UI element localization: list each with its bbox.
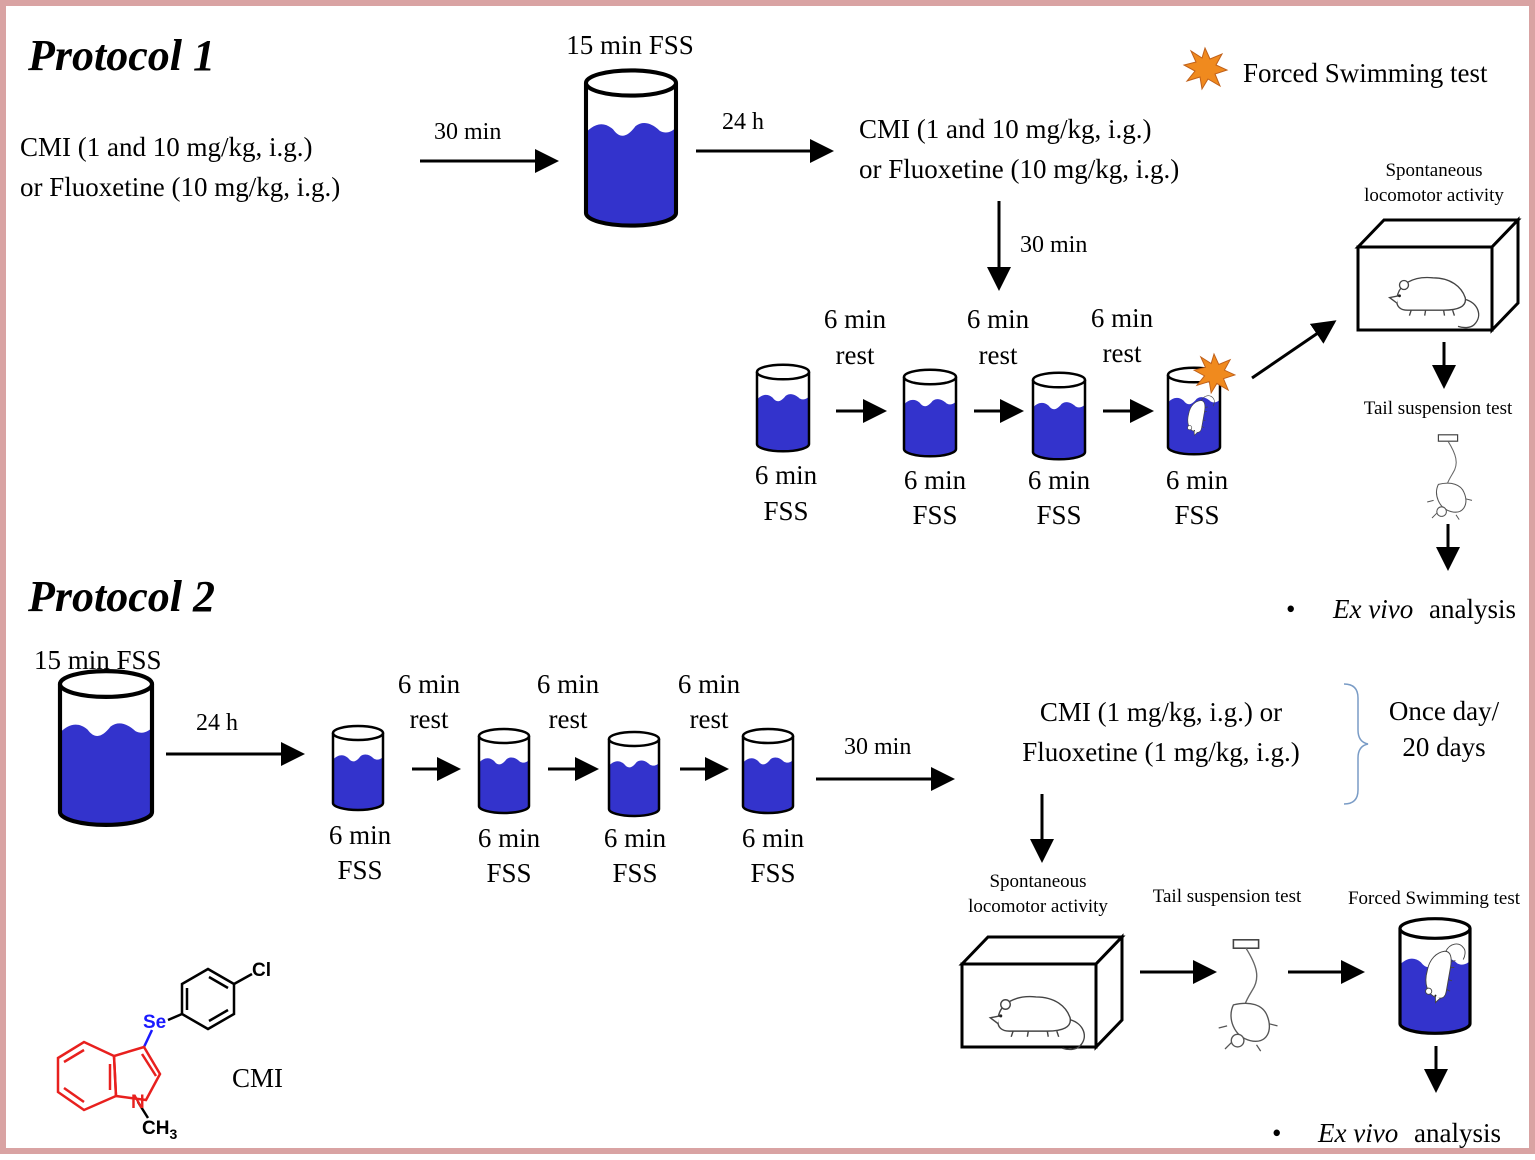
chem-ch: CH bbox=[142, 1118, 169, 1139]
chem-se: Se bbox=[143, 1012, 166, 1033]
p1-interval-30min: 30 min bbox=[434, 119, 501, 145]
p2-treatment-line2: Fluoxetine (1 mg/kg, i.g.) bbox=[1022, 737, 1299, 767]
p1-locomotor-box bbox=[1354, 216, 1522, 334]
p2-tail-mouse-icon bbox=[1217, 939, 1279, 1052]
p2-rest-3-l2: rest bbox=[690, 704, 729, 734]
p1-rest-3-l2: rest bbox=[1103, 338, 1142, 368]
p1-fss-4-l2: FSS bbox=[1174, 500, 1219, 530]
p1-exvivo-italic: Ex vivo bbox=[1332, 594, 1413, 624]
p2-rest-2-l2: rest bbox=[549, 704, 588, 734]
molecule-name: CMI bbox=[232, 1063, 283, 1093]
p2-fss-1-l2: FSS bbox=[337, 855, 382, 885]
p2-rest-1-l1: 6 min bbox=[398, 669, 461, 699]
p2-fss-3-l2: FSS bbox=[612, 858, 657, 888]
splash-legend-icon bbox=[1182, 46, 1229, 91]
p1-interval-30min-b: 30 min bbox=[1020, 232, 1087, 258]
p2-tail-label: Tail suspension test bbox=[1153, 886, 1302, 907]
p2-beaker-3 bbox=[607, 730, 661, 818]
p2-fss-4-l2: FSS bbox=[750, 858, 795, 888]
p1-beaker-15min bbox=[583, 68, 679, 228]
p2-rest-1-l2: rest bbox=[410, 704, 449, 734]
p2-rest-2-l1: 6 min bbox=[537, 669, 600, 699]
p2-rest-3-l1: 6 min bbox=[678, 669, 741, 699]
p1-rest-1-l1: 6 min bbox=[824, 304, 887, 334]
p1-legend-label: Forced Swimming test bbox=[1243, 58, 1488, 88]
p2-fss-1-l1: 6 min bbox=[329, 820, 392, 850]
p1-fss-1-l2: FSS bbox=[763, 496, 808, 526]
p2-exvivo-italic: Ex vivo bbox=[1317, 1118, 1398, 1148]
chem-n: N bbox=[131, 1092, 145, 1113]
p2-locomotor-box bbox=[958, 933, 1126, 1051]
p1-rest-3-l1: 6 min bbox=[1091, 303, 1154, 333]
protocol-diagram: Protocol 1 CMI (1 and 10 mg/kg, i.g.) or… bbox=[20, 30, 1522, 1148]
p2-brace bbox=[1343, 683, 1369, 805]
p2-beaker-4 bbox=[741, 727, 795, 815]
p2-beaker-1 bbox=[331, 724, 385, 812]
p2-treatment-line1: CMI (1 mg/kg, i.g.) or bbox=[1040, 697, 1282, 727]
chem-ch3-sub: 3 bbox=[169, 1126, 177, 1142]
p2-fss-2-l2: FSS bbox=[486, 858, 531, 888]
p1-beaker-3 bbox=[1031, 371, 1087, 461]
p1-tail-label: Tail suspension test bbox=[1364, 398, 1513, 419]
p1-fss-3-l2: FSS bbox=[1036, 500, 1081, 530]
p1-rest-2-l2: rest bbox=[979, 340, 1018, 370]
p2-locomotor-l1: Spontaneous bbox=[989, 871, 1086, 892]
p2-interval-24h: 24 h bbox=[196, 710, 238, 736]
p2-locomotor-l2: locomotor activity bbox=[968, 896, 1108, 917]
p1-rest-2-l1: 6 min bbox=[967, 304, 1030, 334]
p1-rest-1-l2: rest bbox=[836, 340, 875, 370]
protocol1-title: Protocol 1 bbox=[27, 31, 215, 80]
p2-beaker-15min bbox=[57, 669, 155, 827]
p1-fss-2-l1: 6 min bbox=[904, 465, 967, 495]
p2-exvivo-bullet: • bbox=[1272, 1118, 1281, 1148]
cmi-structure bbox=[56, 967, 253, 1119]
p2-fss-3-l1: 6 min bbox=[604, 823, 667, 853]
p1-locomotor-l2: locomotor activity bbox=[1364, 185, 1504, 206]
p1-interval-24h: 24 h bbox=[722, 109, 764, 135]
p1-beaker-1 bbox=[755, 363, 811, 453]
chem-ch3: CH3 bbox=[142, 1118, 177, 1142]
p1-treatment2-line1: CMI (1 and 10 mg/kg, i.g.) bbox=[859, 114, 1151, 144]
p1-splash-icon bbox=[1192, 352, 1237, 395]
p2-schedule-l2: 20 days bbox=[1402, 732, 1485, 762]
p1-treatment-line1: CMI (1 and 10 mg/kg, i.g.) bbox=[20, 132, 312, 162]
p2-forced-label: Forced Swimming test bbox=[1348, 888, 1521, 909]
chem-cl: Cl bbox=[252, 960, 271, 981]
p2-interval-30min: 30 min bbox=[844, 734, 911, 760]
p2-fss-4-l1: 6 min bbox=[742, 823, 805, 853]
p1-locomotor-l1: Spontaneous bbox=[1385, 160, 1482, 181]
p1-fss-1-l1: 6 min bbox=[755, 460, 818, 490]
p1-fss15-label: 15 min FSS bbox=[566, 30, 694, 60]
p1-tail-mouse-icon bbox=[1426, 434, 1473, 521]
p1-fss-4-l1: 6 min bbox=[1166, 465, 1229, 495]
p2-exvivo-rest: analysis bbox=[1414, 1118, 1501, 1148]
p1-fss-2-l2: FSS bbox=[912, 500, 957, 530]
p1-arrow-to-box bbox=[1251, 320, 1337, 380]
protocol2-title: Protocol 2 bbox=[27, 572, 215, 621]
p1-exvivo-bullet: • bbox=[1286, 594, 1295, 624]
p1-treatment2-line2: or Fluoxetine (10 mg/kg, i.g.) bbox=[859, 154, 1179, 184]
p2-fss-2-l1: 6 min bbox=[478, 823, 541, 853]
p1-exvivo-rest: analysis bbox=[1429, 594, 1516, 624]
p2-beaker-2 bbox=[477, 727, 531, 815]
p1-treatment-line2: or Fluoxetine (10 mg/kg, i.g.) bbox=[20, 172, 340, 202]
p1-fss-3-l1: 6 min bbox=[1028, 465, 1091, 495]
p1-beaker-2 bbox=[902, 368, 958, 458]
p2-schedule-l1: Once day/ bbox=[1389, 696, 1500, 726]
